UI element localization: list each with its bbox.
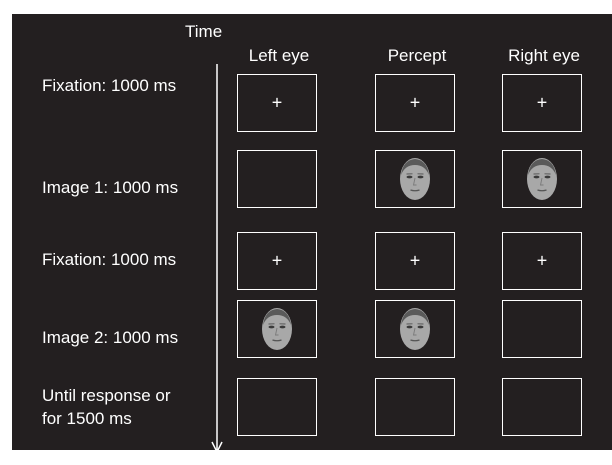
frame-image-2-percept (375, 300, 455, 358)
frame-fixation-2-right-eye: + (502, 232, 582, 290)
face-icon (527, 158, 557, 200)
frame-image-1-left-eye (237, 150, 317, 208)
fixation-cross: + (271, 250, 283, 271)
diagram-panel: Time Left eye Percept Right eye Fixation… (12, 14, 612, 454)
column-header-right-eye: Right eye (508, 46, 580, 65)
fixation-cross: + (271, 92, 283, 113)
face-icon (262, 308, 292, 350)
time-label: Time (185, 22, 223, 41)
frame-fixation-1-percept: + (375, 74, 455, 132)
frame-fixation-1-left-eye: + (237, 74, 317, 132)
row-label-image-1: Image 1: 1000 ms (42, 178, 179, 197)
face-icon (400, 158, 430, 200)
frame-response-right-eye (502, 378, 582, 436)
frame-image-1-percept (375, 150, 455, 208)
row-label-image-2: Image 2: 1000 ms (42, 328, 179, 347)
face-icon (400, 308, 430, 350)
frame-fixation-1-right-eye: + (502, 74, 582, 132)
fixation-cross: + (409, 250, 421, 271)
frame-image-2-left-eye (237, 300, 317, 358)
frame-fixation-2-left-eye: + (237, 232, 317, 290)
frame-image-2-right-eye (502, 300, 582, 358)
row-label-fixation-2: Fixation: 1000 ms (42, 250, 177, 269)
frame-fixation-2-percept: + (375, 232, 455, 290)
fixation-cross: + (536, 250, 548, 271)
time-arrow-icon (211, 64, 223, 454)
row-label-response: Until response or for 1500 ms (42, 386, 171, 428)
frame-image-1-right-eye (502, 150, 582, 208)
fixation-cross: + (536, 92, 548, 113)
column-header-percept: Percept (387, 46, 447, 65)
frame-response-percept (375, 378, 455, 436)
fixation-cross: + (409, 92, 421, 113)
column-header-left-eye: Left eye (248, 46, 310, 65)
row-label-fixation-1: Fixation: 1000 ms (42, 76, 177, 95)
frame-response-left-eye (237, 378, 317, 436)
